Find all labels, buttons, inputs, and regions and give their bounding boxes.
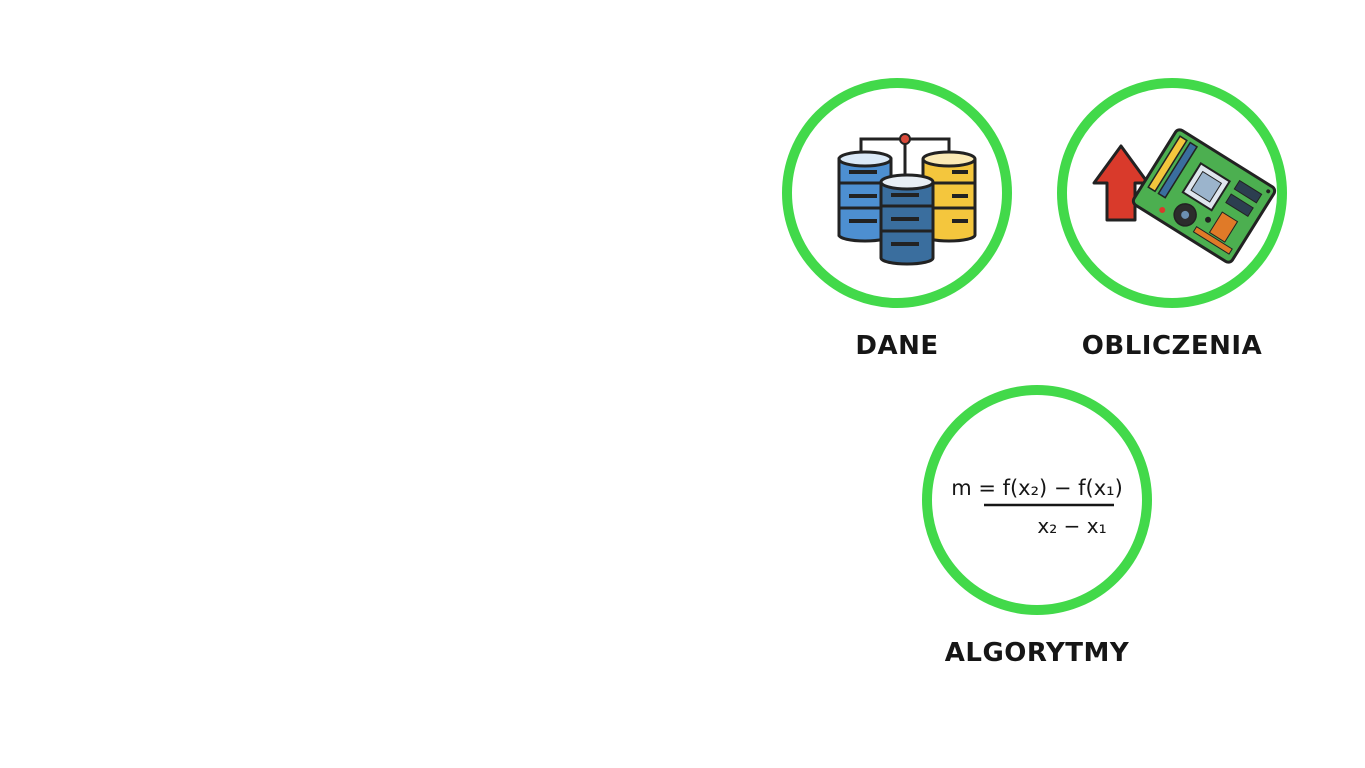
dane-label: DANE — [855, 331, 939, 361]
obliczenia-label: OBLICZENIA — [1081, 331, 1263, 361]
algorytmy-badge: m = f(x₂) − f(x₁) x₂ − x₁ — [922, 385, 1152, 615]
motherboard-with-up-arrow-icon — [1092, 128, 1277, 264]
database-cluster-icon — [837, 133, 977, 266]
dane-badge — [782, 78, 1012, 308]
algorytmy-label: ALGORYTMY — [944, 638, 1130, 668]
formula-numerator: m = f(x₂) − f(x₁) — [951, 476, 1123, 500]
formula-denominator: x₂ − x₁ — [1037, 514, 1106, 538]
slope-formula-icon: m = f(x₂) − f(x₁) x₂ − x₁ — [951, 476, 1123, 538]
obliczenia-badge — [1057, 78, 1287, 308]
